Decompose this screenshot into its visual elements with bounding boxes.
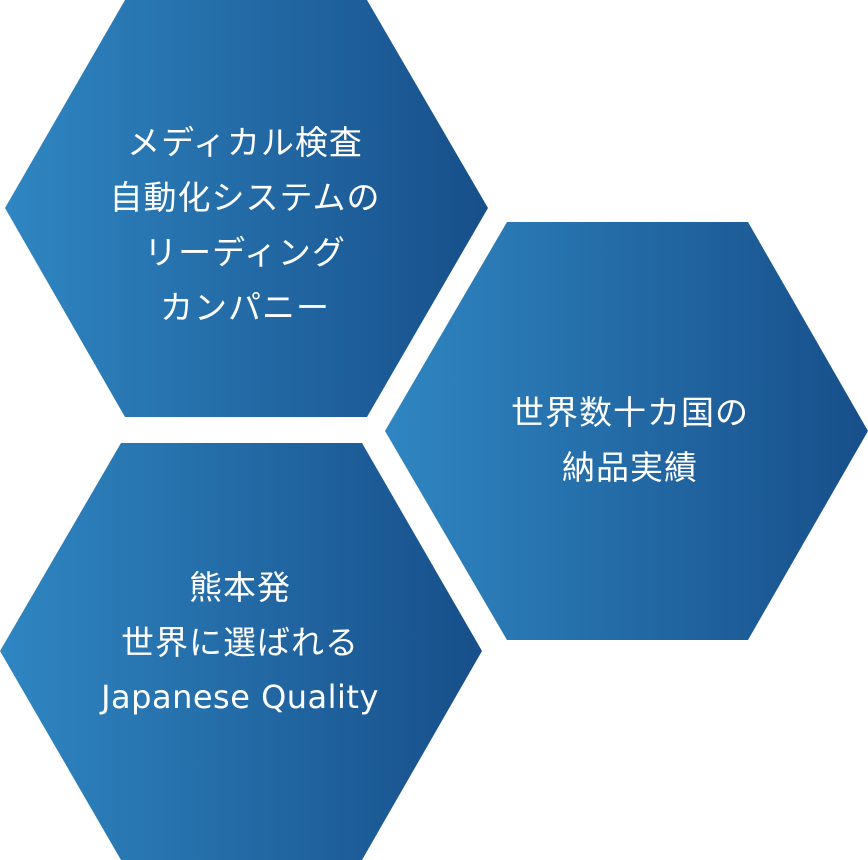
hexagon-leading-company xyxy=(5,0,488,417)
hexagon-leading-company-text: メディカル検査 自動化システムの リーディング カンパニー xyxy=(60,110,430,340)
hexagon-global-delivery xyxy=(385,222,868,640)
hexagon-text-line: 熊本発 xyxy=(189,567,291,607)
hexagon-text-line: 世界数十カ国の xyxy=(511,393,749,432)
hexagon-text-line: 納品実績 xyxy=(562,448,698,487)
hexagon-text-line: メディカル検査 xyxy=(127,123,363,162)
hexagon-text-line: 自動化システムの xyxy=(109,178,381,217)
hexagon-text-line: 世界に選ばれる xyxy=(121,622,359,662)
hexagon-text-line: リーディング xyxy=(144,233,346,272)
hexagon-japanese-quality xyxy=(0,443,482,860)
hexagon-text-line: カンパニー xyxy=(160,288,330,327)
hexagon-global-delivery-text: 世界数十カ国の 納品実績 xyxy=(420,385,840,495)
hexagon-text-line: Japanese Quality xyxy=(101,677,379,716)
hexagon-japanese-quality-text: 熊本発 世界に選ばれる Japanese Quality xyxy=(40,557,440,727)
